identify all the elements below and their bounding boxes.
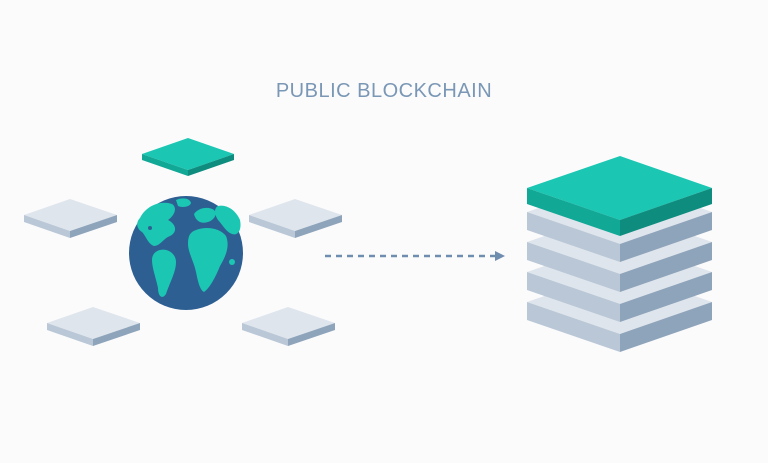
node-tile-right-upper [249, 199, 342, 238]
dashed-arrow-icon [325, 251, 505, 261]
ledger-block-top-accent [527, 156, 712, 236]
diagram-title: PUBLIC BLOCKCHAIN [275, 80, 493, 102]
node-tile-left-upper [24, 199, 117, 238]
globe-icon [129, 196, 243, 310]
node-tile-top-accent [142, 138, 234, 176]
node-tile-right-lower [242, 307, 335, 346]
node-tile-left-lower [47, 307, 140, 346]
